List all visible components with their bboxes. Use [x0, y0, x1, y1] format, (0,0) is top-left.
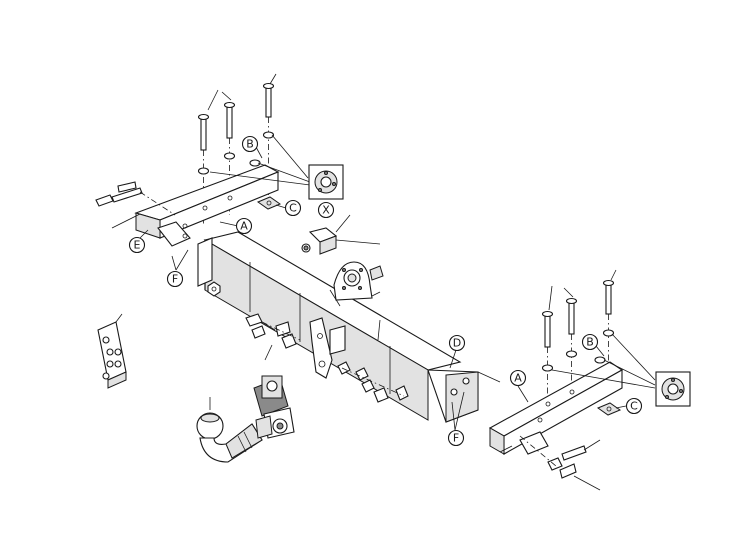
- right-centre-lines: [547, 314, 609, 420]
- drop-plate: [309, 317, 346, 379]
- callout-f-left-label: F: [172, 273, 178, 286]
- left-bracket-plate: [134, 164, 280, 247]
- ball-mount-fixings: [245, 313, 301, 361]
- left-mounting-bracket: [95, 73, 311, 247]
- callout-c-right-label: C: [630, 400, 638, 413]
- x-bracket-assembly: [301, 214, 381, 255]
- callout-x-label: X: [322, 204, 330, 217]
- left-washer-inset: [308, 164, 344, 200]
- callout-a-right: A: [509, 369, 527, 387]
- callout-f-right-label: F: [453, 432, 459, 445]
- callout-e: E: [128, 236, 146, 254]
- right-spacer-plate: [596, 402, 622, 416]
- right-bracket-plate: [488, 361, 624, 455]
- lower-fixing-nuts: [337, 361, 409, 403]
- socket-detail-inset: [97, 313, 127, 389]
- right-washers: [541, 329, 615, 372]
- callout-a-left: A: [235, 217, 253, 235]
- callout-leaders: [137, 146, 627, 431]
- left-top-bolts: [197, 73, 277, 151]
- right-top-bolts: [541, 269, 617, 348]
- main-cross-beam: [197, 231, 501, 423]
- callout-d: D: [448, 334, 466, 352]
- socket-mounting-plate: [329, 261, 384, 307]
- right-washer-inset: [655, 371, 691, 407]
- right-side-bolt: [499, 435, 601, 491]
- left-spacer-plate: [256, 196, 282, 210]
- left-side-bolt: [95, 181, 176, 229]
- callout-b-right-label: B: [586, 336, 594, 349]
- callout-c-left: C: [284, 199, 302, 217]
- callout-c-left-label: C: [289, 202, 297, 215]
- ball-mount-mechanism: [253, 375, 295, 439]
- callout-c-right: C: [625, 397, 643, 415]
- beam-nut-left: [207, 281, 221, 297]
- callout-b-right: B: [581, 333, 599, 351]
- callout-a-left-label: A: [240, 220, 248, 233]
- callout-a-right-label: A: [514, 372, 522, 385]
- tow-ball-assembly: [196, 397, 263, 463]
- callout-f-right: F: [447, 429, 465, 447]
- callout-d-label: D: [453, 337, 461, 350]
- callout-x: X: [317, 201, 335, 219]
- callout-f-left: F: [166, 270, 184, 288]
- left-washers: [197, 131, 275, 175]
- callout-b-left: B: [241, 135, 259, 153]
- callout-e-label: E: [134, 239, 141, 252]
- right-mounting-bracket: [488, 269, 656, 491]
- callout-b-left-label: B: [246, 138, 254, 151]
